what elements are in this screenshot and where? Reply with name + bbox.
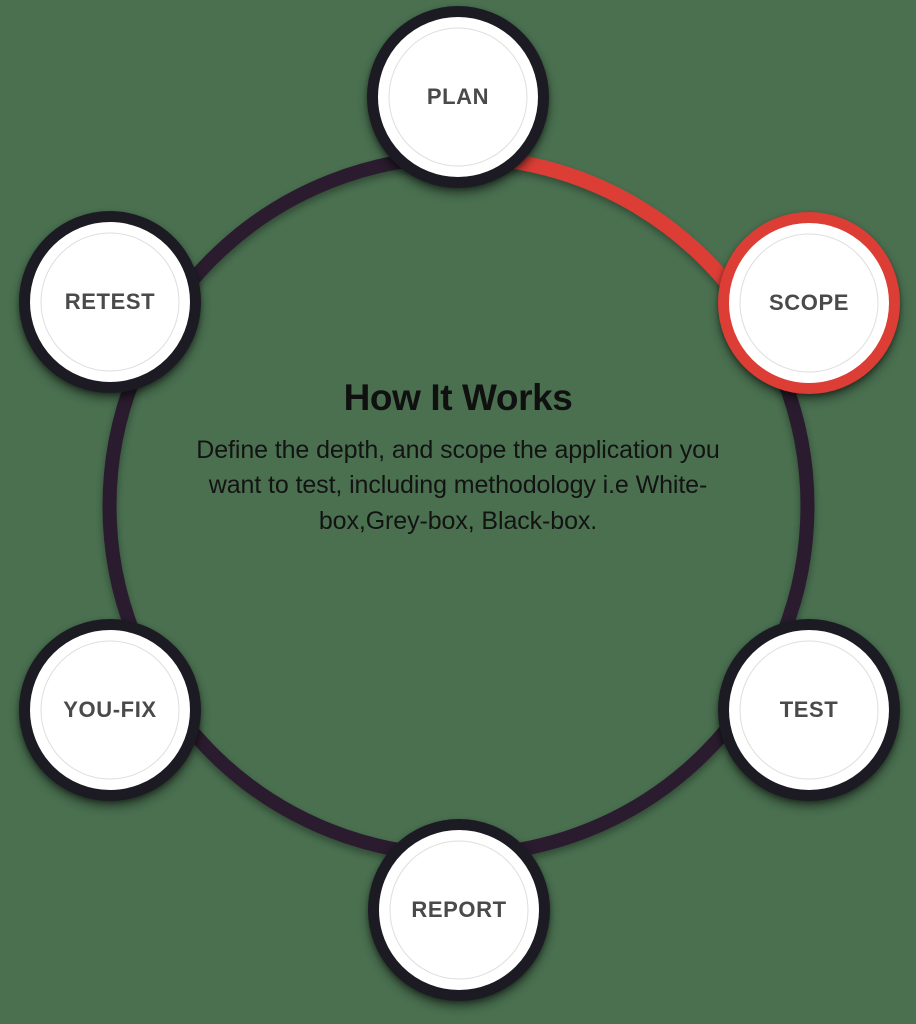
step-label-report: REPORT xyxy=(411,897,507,922)
step-label-scope: SCOPE xyxy=(768,290,850,315)
step-node-report[interactable]: REPORT xyxy=(368,819,550,1001)
step-label-you-fix: YOU-FIX xyxy=(63,697,157,722)
step-label-plan: PLAN xyxy=(426,84,490,109)
step-node-scope[interactable]: SCOPE xyxy=(718,212,900,394)
step-label-retest: RETEST xyxy=(64,289,156,314)
step-node-retest[interactable]: RETEST xyxy=(19,211,201,393)
step-node-test[interactable]: TEST xyxy=(718,619,900,801)
step-node-plan[interactable]: PLAN xyxy=(367,6,549,188)
step-node-you-fix[interactable]: YOU-FIX xyxy=(19,619,201,801)
step-label-test: TEST xyxy=(779,697,839,722)
cycle-progress-arc xyxy=(458,149,768,336)
